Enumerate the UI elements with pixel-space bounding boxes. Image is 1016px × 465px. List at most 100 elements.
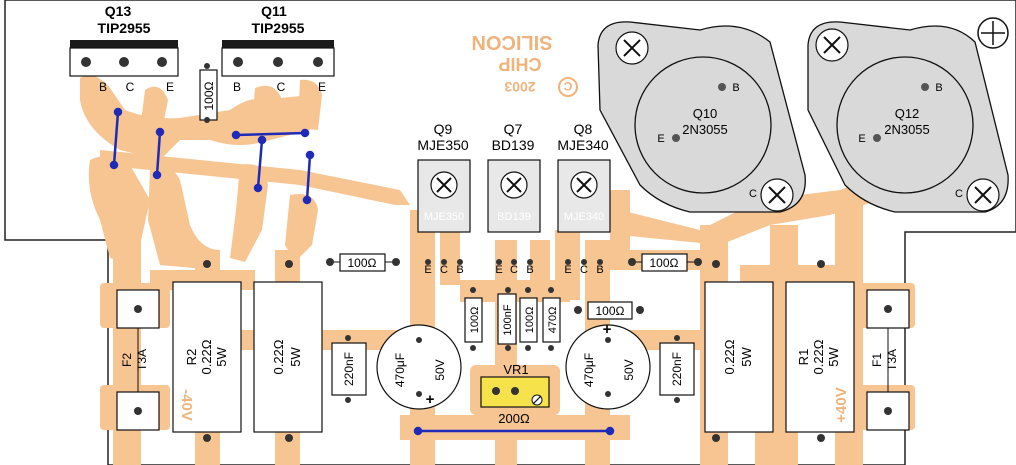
power-resistor-r1: R1 0.22Ω 5W bbox=[785, 281, 855, 433]
q12-pin-b: B bbox=[935, 82, 942, 94]
resistor-right-100: 100Ω bbox=[628, 253, 702, 272]
q9-pin-e: E bbox=[424, 264, 431, 276]
c-elec-right-plus: + bbox=[603, 321, 612, 338]
q9-pin-c: C bbox=[440, 264, 448, 276]
q10-pin-c: C bbox=[749, 188, 757, 200]
f2-rating: T3A bbox=[135, 349, 149, 371]
f2-ref: F2 bbox=[120, 353, 134, 367]
vr1-ref: VR1 bbox=[503, 362, 528, 377]
q8-ref: Q8 bbox=[574, 121, 593, 137]
r-left-label: 100Ω bbox=[348, 256, 377, 270]
solder-pads bbox=[203, 63, 825, 442]
resistor-mid-470: 470Ω bbox=[542, 297, 561, 343]
c-film-left-label: 220nF bbox=[342, 352, 356, 386]
q8-pin-e: E bbox=[564, 264, 571, 276]
q13-pin-c: C bbox=[126, 80, 135, 94]
q7-pin-e: E bbox=[495, 264, 502, 276]
r2-value: 0.22Ω bbox=[199, 339, 214, 374]
q11-pin-c: C bbox=[277, 80, 286, 94]
brand-line1: SILICON bbox=[471, 31, 552, 53]
f1-rating: T3A bbox=[885, 349, 899, 371]
resistor-mid-100a: 100Ω bbox=[464, 297, 483, 343]
trimmer-vr1: VR1 200Ω bbox=[480, 362, 550, 426]
q8-body: MJE340 bbox=[564, 211, 604, 223]
resistor-100-top: 100Ω bbox=[199, 69, 218, 121]
driver-q8: Q8 MJE340 MJE340 E C B bbox=[557, 121, 611, 276]
q11-pin-e: E bbox=[318, 80, 326, 94]
q11-part: TIP2955 bbox=[252, 20, 305, 36]
power-resistor-right2: 0.22Ω 5W bbox=[704, 281, 774, 433]
power-q12: B E C Q12 2N3055 bbox=[807, 21, 1009, 213]
q13-pin-b: B bbox=[99, 80, 107, 94]
copyright-mark: C bbox=[563, 79, 572, 93]
r-mid-100b-label: 100Ω bbox=[524, 307, 536, 334]
q11-pin-b: B bbox=[233, 80, 241, 94]
q8-part: MJE340 bbox=[557, 137, 609, 153]
transistor-q11: Q11 TIP2955 B C E bbox=[221, 3, 335, 94]
film-cap-left: 220nF bbox=[331, 342, 367, 396]
rleft2-rating: 5W bbox=[288, 347, 303, 367]
rright2-value: 0.22Ω bbox=[722, 339, 737, 374]
rail-right-label: +40V bbox=[833, 387, 850, 422]
fuse-f2: F2 T3A bbox=[116, 289, 160, 431]
r-top-label: 100Ω bbox=[202, 81, 216, 110]
rail-left-label: -40V bbox=[178, 389, 195, 421]
q10-part: 2N3055 bbox=[682, 122, 728, 137]
q12-pin-e: E bbox=[858, 133, 865, 145]
r-mid-100a-label: 100Ω bbox=[469, 307, 481, 334]
rleft2-value: 0.22Ω bbox=[271, 339, 286, 374]
year-text: 2003 bbox=[504, 79, 535, 95]
resistor-left-100: 100Ω bbox=[326, 253, 400, 272]
vr1-value: 200Ω bbox=[498, 411, 530, 426]
elec-cap-left: 470μF 50V + bbox=[376, 324, 462, 410]
r1-ref: R1 bbox=[796, 349, 811, 366]
q11-ref: Q11 bbox=[261, 3, 287, 19]
q10-ref: Q10 bbox=[693, 106, 718, 121]
r-mid-470-label: 470Ω bbox=[547, 307, 559, 334]
q9-body: MJE350 bbox=[424, 211, 464, 223]
q9-part: MJE350 bbox=[417, 137, 469, 153]
q8-pin-c: C bbox=[580, 264, 588, 276]
r2-rating: 5W bbox=[214, 347, 229, 367]
c-elec-right-value: 470μF bbox=[582, 353, 596, 387]
driver-q9: Q9 MJE350 MJE350 E C B bbox=[417, 121, 471, 276]
silkscreen-brand: SILICON CHIP 2003 C bbox=[471, 31, 578, 97]
q13-part: TIP2955 bbox=[98, 20, 151, 36]
c-elec-left-plus: + bbox=[426, 391, 435, 408]
q7-ref: Q7 bbox=[504, 121, 523, 137]
f1-ref: F1 bbox=[870, 353, 884, 367]
q9-pin-b: B bbox=[456, 264, 463, 276]
resistor-mid-100b: 100Ω bbox=[519, 297, 538, 343]
cap-mid-100nf: 100nF bbox=[497, 293, 517, 345]
c-elec-left-voltage: 50V bbox=[433, 359, 447, 380]
q12-part: 2N3055 bbox=[884, 122, 930, 137]
q7-part: BD139 bbox=[492, 137, 535, 153]
q10-pin-e: E bbox=[657, 133, 664, 145]
q12-pin-c: C bbox=[955, 188, 963, 200]
c-elec-left-value: 470μF bbox=[393, 353, 407, 387]
power-q10: B E C Q10 2N3055 bbox=[597, 21, 806, 213]
fuse-f1: F1 T3A bbox=[866, 289, 910, 431]
film-cap-right: 220nF bbox=[659, 342, 695, 396]
transistor-q13: Q13 TIP2955 B C E bbox=[69, 3, 179, 94]
driver-q7: Q7 BD139 BD139 E C B bbox=[487, 121, 541, 276]
q7-body: BD139 bbox=[497, 211, 531, 223]
q7-pin-c: C bbox=[510, 264, 518, 276]
elec-cap-right: 470μF 50V + bbox=[565, 321, 651, 410]
brand-line2: CHIP bbox=[498, 54, 541, 74]
c-film-right-label: 220nF bbox=[670, 352, 684, 386]
rright2-rating: 5W bbox=[739, 347, 754, 367]
q8-pin-b: B bbox=[596, 264, 603, 276]
q13-ref: Q13 bbox=[105, 3, 132, 19]
r-right-label: 100Ω bbox=[650, 256, 679, 270]
q10-pin-b: B bbox=[732, 82, 739, 94]
r2-ref: R2 bbox=[184, 349, 199, 366]
r-mid-right-label: 100Ω bbox=[596, 304, 625, 318]
r1-rating: 5W bbox=[826, 347, 841, 367]
q13-pin-e: E bbox=[166, 80, 174, 94]
mounting-hole-icon bbox=[977, 17, 1009, 49]
q9-ref: Q9 bbox=[434, 121, 453, 137]
power-resistor-left2: 0.22Ω 5W bbox=[253, 281, 323, 433]
c-elec-right-voltage: 50V bbox=[622, 359, 636, 380]
